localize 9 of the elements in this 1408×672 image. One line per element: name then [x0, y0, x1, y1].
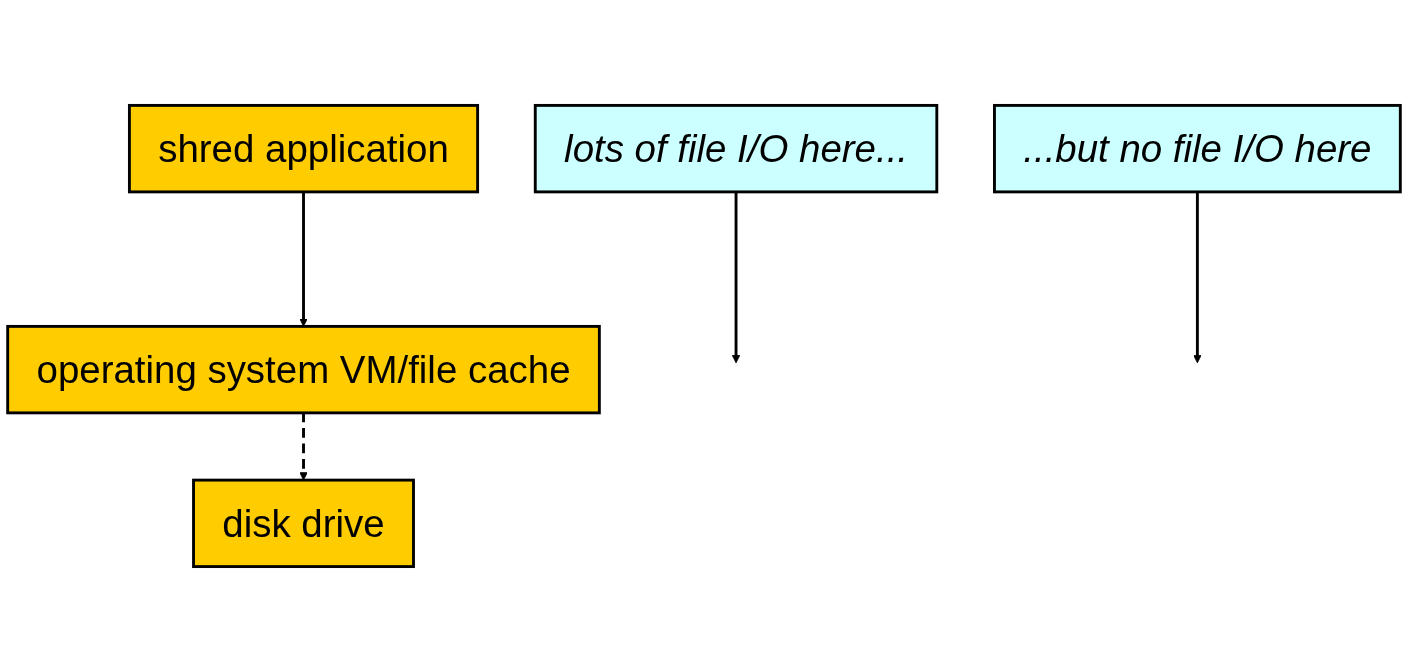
arrow: [299, 191, 308, 327]
node-box: operating system VM/file cache: [6, 324, 601, 415]
arrow: [1193, 191, 1202, 364]
node-box: lots of file I/O here...: [533, 103, 939, 194]
node-box: ...but no file I/O here: [993, 103, 1402, 194]
node-box: shred application: [127, 103, 480, 194]
node-box: disk drive: [192, 478, 415, 569]
arrow: [731, 191, 741, 364]
arrow: [299, 412, 308, 481]
